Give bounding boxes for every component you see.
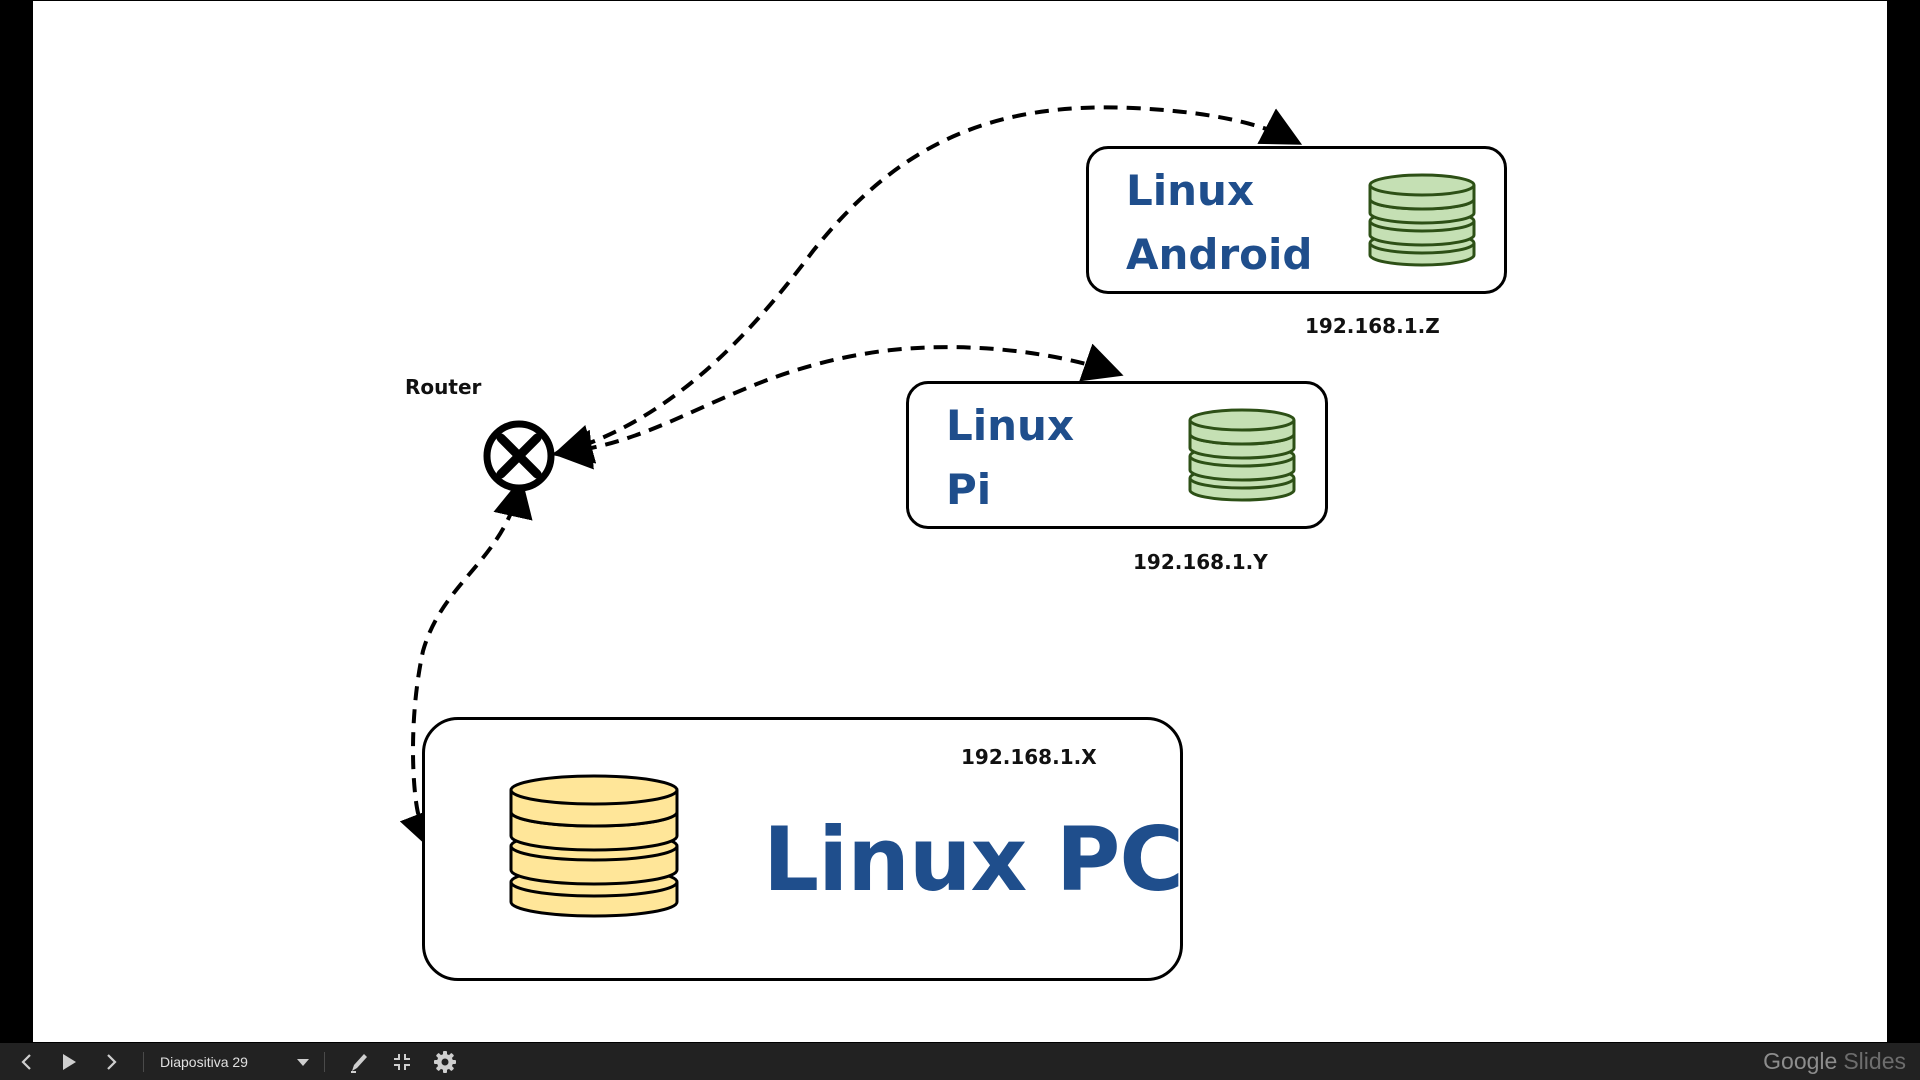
brand-google: Google bbox=[1763, 1048, 1838, 1074]
brand-slides: Slides bbox=[1843, 1048, 1906, 1074]
slide-selector-label: Diapositiva 29 bbox=[160, 1053, 248, 1070]
exit-fullscreen-button[interactable] bbox=[388, 1043, 416, 1080]
settings-button[interactable] bbox=[431, 1043, 459, 1080]
slide-canvas: Router Linux Android 192.168.1.Z Linux P… bbox=[33, 1, 1887, 1042]
pi-title-line1: Linux bbox=[946, 401, 1075, 450]
presentation-toolbar: Diapositiva 29 Google Slides bbox=[0, 1043, 1920, 1080]
pen-icon bbox=[351, 1053, 367, 1073]
pi-ip: 192.168.1.Y bbox=[1133, 550, 1268, 574]
gear-icon bbox=[434, 1050, 456, 1073]
next-icon bbox=[107, 1053, 117, 1070]
toolbar-divider bbox=[324, 1052, 325, 1072]
link-router-pc bbox=[399, 477, 533, 852]
pi-title-line2: Pi bbox=[946, 465, 992, 514]
exit-fullscreen-icon bbox=[394, 1053, 410, 1070]
link-router-pi bbox=[552, 343, 1124, 470]
android-title-line2: Android bbox=[1126, 230, 1313, 279]
google-slides-logo: Google Slides bbox=[1763, 1043, 1906, 1080]
pc-title: Linux PC bbox=[763, 808, 1184, 911]
android-title-line1: Linux bbox=[1126, 166, 1255, 215]
play-icon bbox=[63, 1053, 76, 1070]
pi-database-icon bbox=[1188, 408, 1296, 502]
toolbar-divider bbox=[143, 1052, 144, 1072]
slide-selector[interactable]: Diapositiva 29 bbox=[160, 1043, 310, 1080]
router-icon bbox=[483, 420, 555, 492]
pc-node: 192.168.1.X Linux PC bbox=[422, 717, 1184, 981]
next-slide-button[interactable] bbox=[96, 1043, 126, 1080]
android-node: Linux Android bbox=[1086, 146, 1507, 294]
prev-slide-button[interactable] bbox=[12, 1043, 42, 1080]
pi-node: Linux Pi bbox=[906, 381, 1328, 529]
network-diagram bbox=[399, 105, 1303, 852]
router-label: Router bbox=[405, 375, 482, 399]
pc-ip: 192.168.1.X bbox=[961, 745, 1097, 769]
pc-database-icon bbox=[509, 774, 679, 918]
android-database-icon bbox=[1368, 173, 1476, 267]
android-ip: 192.168.1.Z bbox=[1305, 314, 1440, 338]
dropdown-icon bbox=[297, 1058, 309, 1066]
prev-icon bbox=[21, 1053, 31, 1070]
pen-button[interactable] bbox=[345, 1043, 373, 1080]
play-button[interactable] bbox=[54, 1043, 84, 1080]
